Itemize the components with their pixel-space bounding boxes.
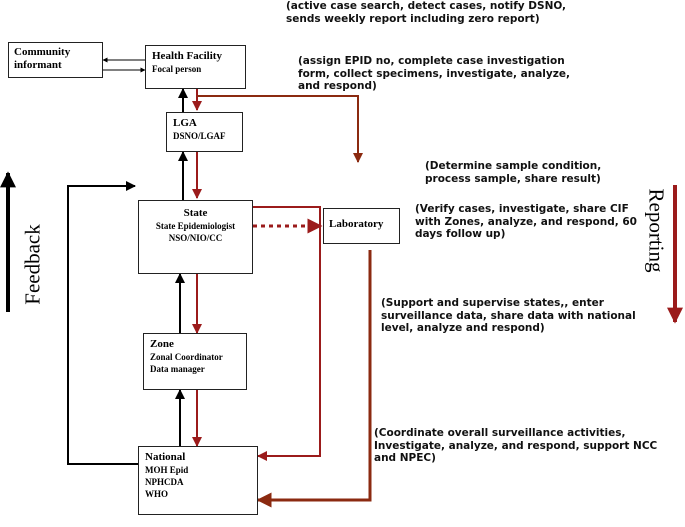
- note-line: (Coordinate overall surveillance activit…: [374, 427, 626, 439]
- node-zone-title: Zone: [150, 338, 174, 350]
- node-national: National MOH Epid NPHCDA WHO: [138, 446, 258, 515]
- note-national: (Coordinate overall surveillance activit…: [374, 427, 657, 465]
- note-line: days follow up): [415, 228, 506, 240]
- note-line: and respond): [298, 80, 377, 92]
- note-lga: (assign EPID no, complete case investiga…: [298, 55, 570, 93]
- node-national-line-2: NPHCDA: [145, 477, 184, 487]
- note-line: and NPEC): [374, 452, 436, 464]
- note-line: level, analyze and respond): [381, 322, 545, 334]
- note-health-facility: (active case search, detect cases, notif…: [286, 0, 566, 25]
- node-state-title: State: [183, 207, 208, 219]
- node-health-facility-title: Health Facility: [152, 50, 222, 62]
- note-line: (Verify cases, investigate, share CIF: [415, 203, 629, 215]
- note-line: with Zones, analyze, and respond, 60: [415, 215, 637, 228]
- note-line: (active case search, detect cases, notif…: [286, 0, 567, 12]
- note-laboratory: (Determine sample condition, process sam…: [425, 160, 601, 185]
- feedback-national-to-state: [67, 181, 138, 465]
- feedback-label: Feedback: [20, 224, 45, 305]
- note-line: process sample, share result): [425, 172, 601, 185]
- node-state-line-1: State Epidemiologist: [155, 221, 236, 231]
- note-line: (Support and supervise states,, enter: [381, 297, 604, 309]
- node-zone-line-2: Data manager: [150, 364, 205, 374]
- note-line: surveillance data, share data with natio…: [381, 309, 636, 322]
- report-state-to-national: [253, 206, 321, 461]
- note-line: form, collect specimens, investigate, an…: [298, 67, 570, 80]
- node-community-title: Community informant: [14, 46, 71, 71]
- result-lab-to-national: [256, 250, 372, 508]
- note-line: sends weekly report including zero repor…: [286, 12, 540, 25]
- note-line: (assign EPID no, complete case investiga…: [298, 55, 565, 67]
- node-national-title: National: [145, 451, 186, 463]
- reporting-label: Reporting: [644, 188, 669, 273]
- node-health-facility: Health Facility Focal person: [145, 45, 246, 89]
- node-state-line-2: NSO/NIO/CC: [168, 233, 223, 243]
- node-laboratory: Laboratory: [323, 208, 400, 244]
- node-national-line-1: MOH Epid: [145, 465, 189, 475]
- node-zone-line-1: Zonal Coordinator: [150, 352, 223, 362]
- node-health-facility-line: Focal person: [152, 64, 202, 74]
- note-line: Investigate, analyze, and respond, suppo…: [374, 439, 658, 452]
- node-state: State State Epidemiologist NSO/NIO/CC: [138, 200, 253, 274]
- node-national-line-3: WHO: [145, 489, 169, 499]
- report-hf-to-lab-area: [197, 95, 363, 163]
- note-state: (Verify cases, investigate, share CIF wi…: [415, 203, 637, 241]
- node-lga: LGA DSNO/LGAF: [166, 112, 243, 152]
- node-laboratory-title: Laboratory: [329, 218, 384, 230]
- node-lga-line: DSNO/LGAF: [173, 131, 226, 141]
- note-zone: (Support and supervise states,, enter su…: [381, 297, 636, 335]
- note-line: (Determine sample condition,: [425, 160, 602, 172]
- node-community-informant: Community informant: [8, 42, 103, 78]
- node-lga-title: LGA: [173, 117, 197, 129]
- node-zone: Zone Zonal Coordinator Data manager: [143, 333, 247, 390]
